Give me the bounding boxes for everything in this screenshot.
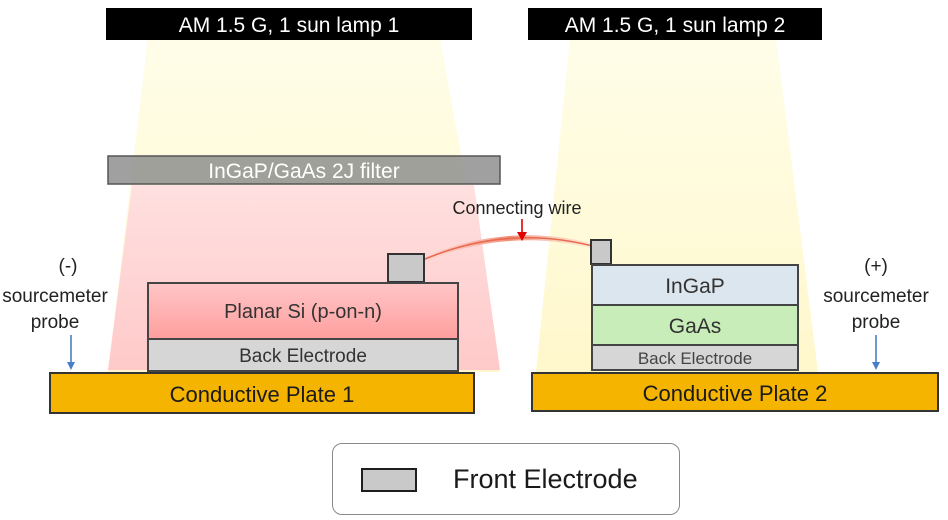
probe-neg-sign: (-)	[59, 256, 78, 277]
lamp-2-label: AM 1.5 G, 1 sun lamp 2	[565, 14, 786, 37]
cell-2-ingap-label: InGaP	[665, 275, 725, 298]
cell-1-back-electrode	[147, 338, 459, 372]
cell-1-si-label: Planar Si (p-on-n)	[224, 301, 382, 323]
conductive-plate-1	[49, 372, 475, 414]
plate-1-label: Conductive Plate 1	[170, 382, 355, 407]
filter-label: InGaP/GaAs 2J filter	[208, 160, 399, 183]
probe-pos-arrowhead	[872, 362, 880, 370]
cell-2-back-electrode	[591, 344, 799, 371]
lamp-1-bar	[106, 8, 472, 40]
wire-arrowhead	[517, 232, 527, 241]
filter-bar	[107, 155, 501, 185]
lamp-2-bar	[528, 8, 822, 40]
probe-neg-line1: sourcemeter	[2, 286, 108, 307]
probe-pos-line1: sourcemeter	[823, 286, 929, 307]
cell-2-front-electrode	[590, 239, 612, 265]
probe-pos-sign: (+)	[864, 256, 888, 277]
front-electrode-swatch	[361, 468, 417, 492]
plate-2-label: Conductive Plate 2	[643, 381, 828, 406]
connecting-wire-core	[417, 237, 601, 263]
cell-1-back-label: Back Electrode	[239, 346, 367, 367]
legend-label: Front Electrode	[453, 464, 638, 494]
wire-label: Connecting wire	[452, 198, 581, 218]
probe-neg-arrowhead	[67, 362, 75, 370]
cell-2-gaas-label: GaAs	[669, 315, 722, 338]
legend: Front Electrode	[332, 443, 680, 515]
cell-1-si-layer	[147, 282, 459, 340]
probe-neg-line2: probe	[31, 312, 80, 333]
cell-1-front-electrode	[387, 253, 425, 283]
cell-2-back-label: Back Electrode	[638, 349, 752, 368]
probe-pos-line2: probe	[852, 312, 901, 333]
lamp-1-label: AM 1.5 G, 1 sun lamp 1	[179, 14, 400, 37]
conductive-plate-2	[531, 372, 939, 412]
